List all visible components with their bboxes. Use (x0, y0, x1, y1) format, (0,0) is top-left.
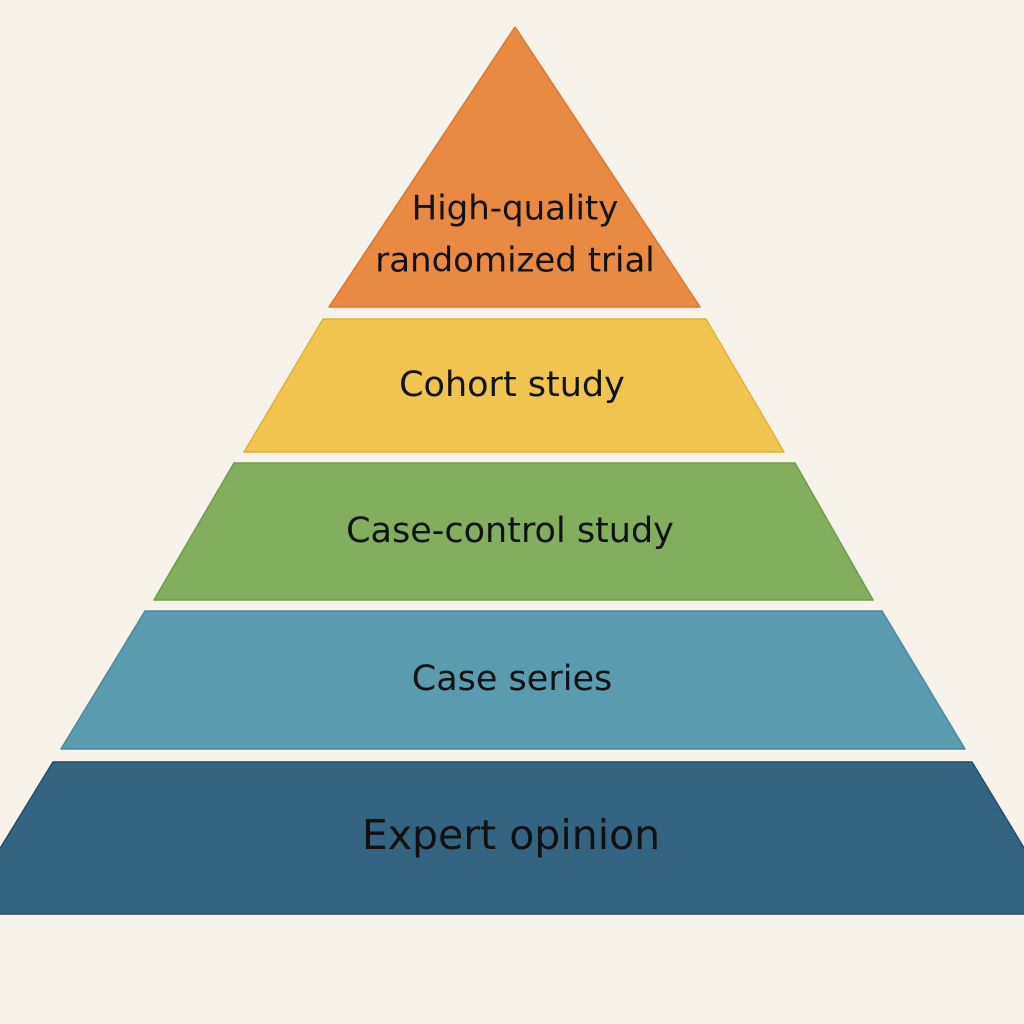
level-1-top: High-quality randomized trial (328, 26, 701, 308)
level-4-shape (60, 610, 966, 750)
level-5-shape (0, 761, 1024, 915)
level-3: Case-control study (153, 462, 874, 601)
level-1-label-line-1: High-quality (412, 189, 619, 229)
level-2: Cohort study (243, 318, 785, 453)
level-3-label: Case-control study (346, 511, 674, 551)
level-5-label: Expert opinion (362, 811, 660, 859)
level-3-shape (153, 462, 874, 601)
level-5-base: Expert opinion (0, 761, 1024, 915)
level-2-label: Cohort study (399, 365, 625, 405)
level-4-label: Case series (412, 659, 612, 699)
level-1-shape (328, 26, 701, 308)
level-4: Case series (60, 610, 966, 750)
level-1-label-line-2: randomized trial (375, 241, 655, 281)
level-2-shape (243, 318, 785, 453)
